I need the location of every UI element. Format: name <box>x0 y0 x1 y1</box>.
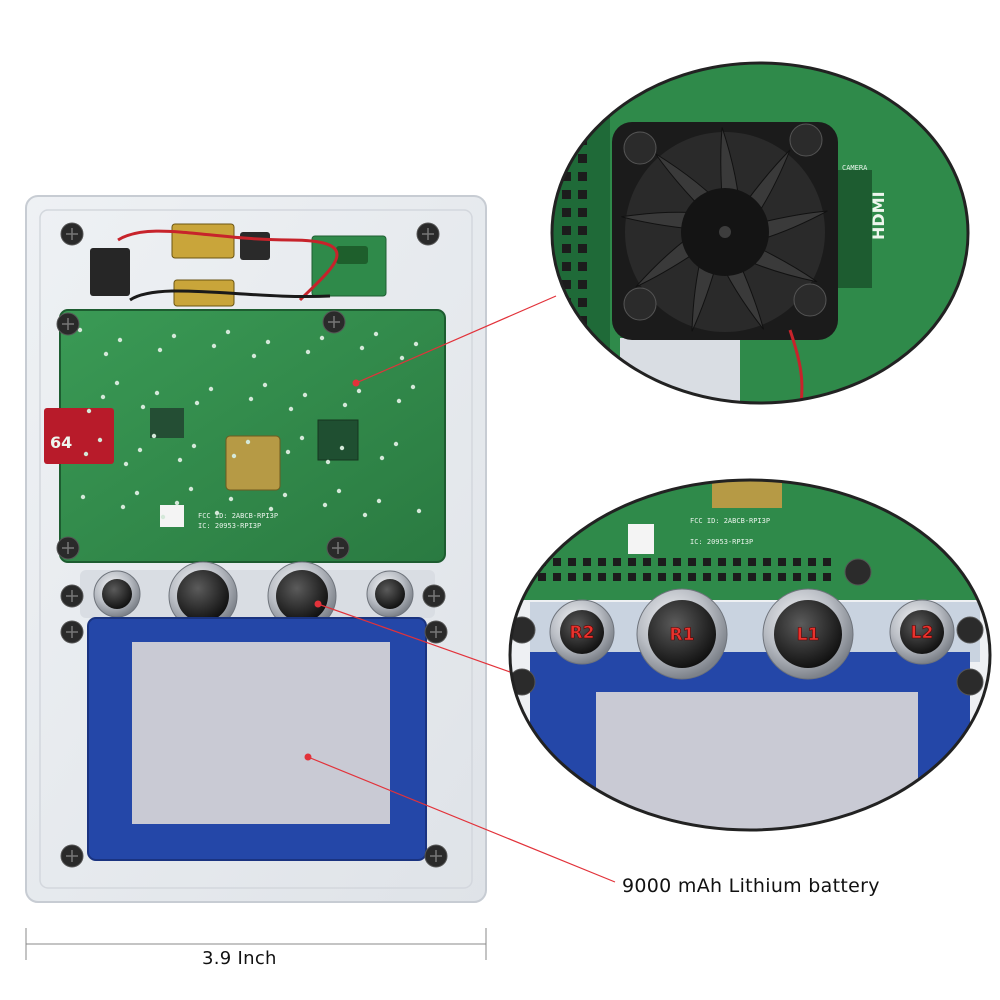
buttons-zoom-callout: FCC ID: 2ABCB-RPI3P IC: 20953-RPI3P R2 R… <box>508 478 992 832</box>
zoom-screws <box>510 558 984 696</box>
screw-icon <box>424 844 448 868</box>
shoulder-button-r1: R1 <box>636 588 728 680</box>
battery-callout-label: 9000 mAh Lithium battery <box>622 875 880 897</box>
screw-icon <box>60 844 84 868</box>
audio-jack <box>240 232 270 260</box>
screw-icon <box>56 312 80 336</box>
screw-icon <box>326 536 350 560</box>
svg-text:R2: R2 <box>570 623 595 643</box>
hdmi-marking: HDMI <box>869 191 888 240</box>
svg-text:L1: L1 <box>797 625 820 645</box>
sd-card <box>44 408 114 464</box>
svg-text:R1: R1 <box>670 625 695 645</box>
fan-zoom-callout: HDMI CAMERA <box>550 61 970 405</box>
power-board <box>311 235 387 297</box>
fan-screws <box>623 123 827 321</box>
screw-icon <box>56 536 80 560</box>
callout-lines <box>307 295 616 883</box>
sd-card-size: 64 <box>50 433 72 452</box>
screw-icon <box>60 620 84 644</box>
hdmi-connector <box>171 223 235 259</box>
width-dimension <box>25 928 487 960</box>
fcc-zoom-marking: FCC ID: 2ABCB-RPI3P <box>690 517 770 525</box>
qr-code-tag <box>160 505 184 527</box>
screw-icon <box>60 222 84 246</box>
button-bar <box>80 570 435 618</box>
screw-icon <box>322 310 346 334</box>
battery-label-sticker <box>132 642 390 824</box>
screw-icon <box>416 222 440 246</box>
chip-small <box>150 408 184 438</box>
width-dimension-label: 3.9 Inch <box>202 948 277 969</box>
main-buttons <box>93 561 414 631</box>
shoulder-button-l2: L2 <box>889 599 955 665</box>
fcc-marking: FCC ID: 2ABCB-RPI3P <box>198 512 278 520</box>
camera-marking: CAMERA <box>842 164 868 172</box>
svg-text:L2: L2 <box>911 623 934 643</box>
screw-icon <box>424 620 448 644</box>
soc-chip <box>225 435 281 491</box>
acrylic-inner-edge <box>39 209 473 889</box>
shoulder-button-r2: R2 <box>549 599 615 665</box>
qr-code-tag <box>628 524 654 554</box>
main-device: 64 FCC ID: 2ABCB-RPI3P IC: 20953-RPI3P <box>25 195 487 903</box>
chip-square <box>317 419 359 461</box>
capacitor <box>336 246 368 264</box>
shoulder-button-l1: L1 <box>762 588 854 680</box>
pcb-holes <box>77 327 422 520</box>
ic-marking: IC: 20953-RPI3P <box>198 522 261 530</box>
screw-icon <box>60 584 84 608</box>
switch-block <box>90 248 130 296</box>
black-wire <box>129 289 331 302</box>
case-screws <box>56 222 448 868</box>
red-wire <box>117 229 339 302</box>
ic-zoom-marking: IC: 20953-RPI3P <box>690 538 753 546</box>
screw-icon <box>422 584 446 608</box>
